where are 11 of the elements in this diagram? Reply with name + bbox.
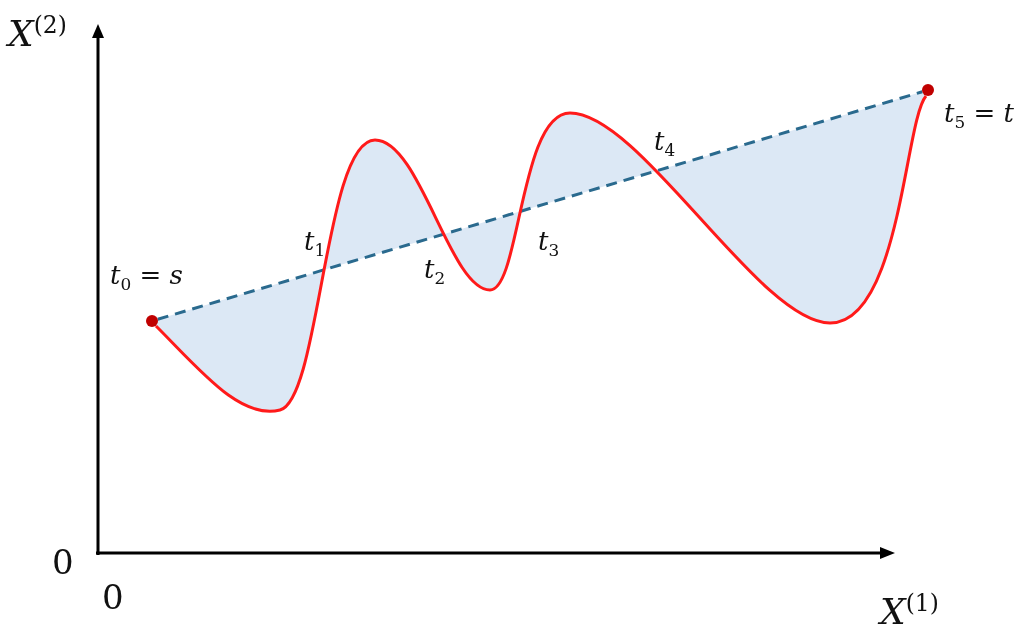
point-label: t$_{5}$ = t [944, 100, 1014, 132]
dashed-line [157, 90, 923, 321]
point-label: t$_{0}$ = s [110, 262, 183, 294]
math-label: t$_{2}$ [424, 256, 446, 288]
math-label: t$_{3}$ [538, 228, 560, 260]
endpoint-dot [922, 84, 934, 96]
endpoint-dot [146, 315, 158, 327]
math-label: t$_{4}$ [654, 128, 676, 160]
math-label: 0 [102, 580, 124, 614]
math-label: t$_{1}$ [304, 228, 326, 260]
math-label: 0 [52, 545, 74, 579]
